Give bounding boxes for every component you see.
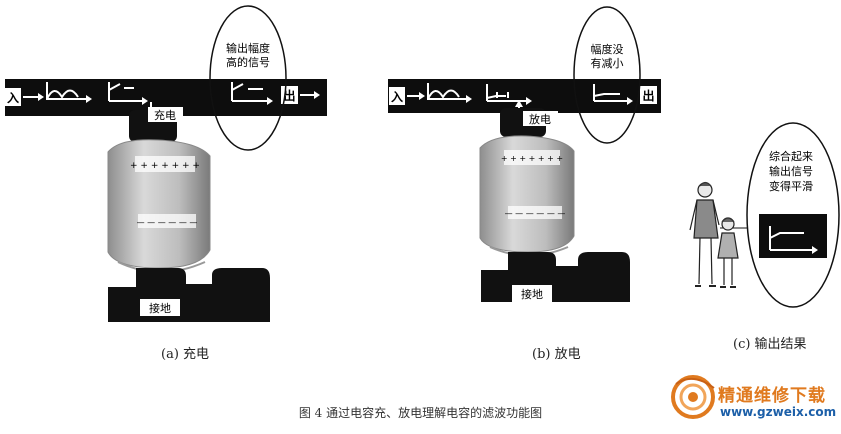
callout-bubble-c [746,122,840,308]
raw-waveform-b [427,83,468,100]
caption-a: (a) 充电 [161,347,210,362]
panel-b: 入 出 放电 幅度没 有减小 [388,6,661,302]
ground-block-a [108,268,270,322]
discharge-waveform-b [486,84,528,102]
plus-signs-a: + + + + + + + [130,161,200,171]
ground-block-b [481,252,630,302]
output-tag-a: 出 [283,88,295,103]
signal-bar-b [388,79,661,113]
output-waveform-b [593,84,628,102]
plus-signs-b: + + + + + + + [501,154,563,163]
ground-label-a: 接地 [149,302,171,315]
bubble-line2-b: 有减小 [591,56,624,70]
cap-label-a: 充电 [154,108,176,122]
capacitor-b: + + + + + + + — — — — — — [479,135,575,257]
caption-b: (b) 放电 [532,347,581,362]
panel-a: 入 出 充电 [5,5,327,322]
callout-bubble-b [573,6,641,144]
minus-signs-b: — — — — — — [505,209,566,218]
input-tag-b: 入 [391,90,403,104]
figure-title: 图 4 通过电容充、放电理解电容的滤波功能图 [298,406,543,420]
watermark-name: 精通维修下载 [718,386,826,406]
callout-bubble-a [209,5,287,151]
people-illustration [689,181,739,288]
raw-waveform-a [46,82,88,100]
minus-signs-a: — — — — — — [137,218,198,227]
output-waveform-a [231,82,268,102]
bubble-line2-a: 高的信号 [226,55,270,69]
ground-label-b: 接地 [521,288,543,301]
watermark-url: www.gzweix.com [720,405,837,419]
charge-waveform-a [108,82,145,102]
caption-c: (c) 输出结果 [733,337,807,352]
capacitor-a: + + + + + + + — — — — — — [107,139,211,273]
output-tag-b: 出 [642,88,654,103]
input-tag-a: 入 [7,91,19,105]
bubble-line3-c: 变得平滑 [769,179,813,193]
bubble-line1-a: 输出幅度 [226,41,270,55]
bubble-line2-c: 输出信号 [769,164,813,178]
bubble-line1-c: 综合起来 [769,149,813,163]
bubble-line1-b: 幅度没 [591,42,624,56]
cap-label-b: 放电 [529,112,551,126]
panel-c: 综合起来 输出信号 变得平滑 [689,122,840,308]
watermark-logo [671,375,715,419]
